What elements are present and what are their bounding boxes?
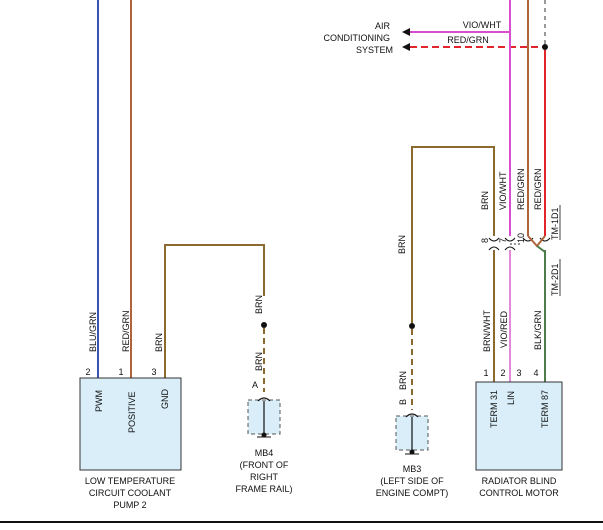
motor-wire-brn-wht-label: BRN/WHT	[482, 310, 492, 352]
motor-upper-red2-label: RED/GRN	[533, 168, 543, 210]
mb4-name: MB4	[255, 448, 274, 458]
motor-connector-top-label: TM-1D1	[550, 207, 560, 240]
mb3-brn-wire	[411, 146, 495, 325]
pump-pin-pwm-name: PWM	[94, 390, 104, 412]
ac-red-grn-label: RED/GRN	[447, 35, 489, 45]
ac-vio-wht-label: VIO/WHT	[463, 20, 502, 30]
mb4-wire-lower-label: BRN	[254, 352, 264, 371]
mb3-name: MB3	[403, 464, 422, 474]
ac-arrow-bottom-icon	[402, 43, 410, 51]
motor-blk-grn-merge	[536, 245, 546, 253]
motor-connector-7-icon	[504, 237, 516, 251]
mb3-caption-line2: ENGINE COMPT)	[376, 488, 449, 498]
motor-component-box	[475, 381, 563, 471]
pump-wire-red-grn-label: RED/GRN	[121, 310, 131, 352]
pump-wire-blu-grn-label: BLU/GRN	[88, 312, 98, 352]
motor-connector-10-icon	[522, 237, 534, 242]
mb4-caption-line3: FRAME RAIL)	[235, 484, 292, 494]
mb3-group: BRN BRN B MB3 (LEFT SIDE OF ENGINE COMPT…	[376, 146, 495, 498]
motor-caption-line2: CONTROL MOTOR	[479, 488, 559, 498]
mb4-wire-upper-label: BRN	[254, 295, 264, 314]
pump-caption-line3: PUMP 2	[113, 500, 146, 510]
pump-group: BLU/GRN RED/GRN BRN 2 1 3 PWM POSITIVE G…	[79, 0, 265, 510]
pump-pin-positive-name: POSITIVE	[127, 391, 137, 433]
motor-upper-red1-label: RED/GRN	[516, 168, 526, 210]
mb4-connector-icon	[257, 397, 271, 402]
motor-red-merge	[527, 235, 546, 248]
ac-label-line3: SYSTEM	[356, 45, 393, 55]
mb4-caption-line1: (FRONT OF	[240, 460, 289, 470]
motor-connector-tm-icon	[539, 237, 551, 242]
pump-pin-1: 1	[118, 367, 123, 377]
motor-pin-1: 1	[483, 368, 488, 378]
motor-upper-pin-10: 10	[516, 233, 526, 243]
mb3-pin-b: B	[398, 399, 408, 405]
pump-pin-3: 3	[151, 367, 156, 377]
motor-pin-term31-name: TERM 31	[489, 390, 499, 428]
mb3-caption-line1: (LEFT SIDE OF	[380, 476, 444, 486]
mb4-group: BRN BRN A MB4 (FRONT OF RIGHT FRAME RAIL…	[235, 295, 292, 494]
motor-pin-term87-name: TERM 87	[540, 390, 550, 428]
mb4-ground-dot	[261, 432, 267, 438]
pump-pin-gnd-name: GND	[160, 389, 170, 410]
motor-wire-vio-red-label: VIO/RED	[499, 310, 509, 348]
motor-wire-blk-grn-label: BLK/GRN	[533, 310, 543, 350]
motor-pin-3: 3	[516, 368, 521, 378]
mb3-wire-upper-label: BRN	[397, 235, 407, 254]
mb3-ground-dot	[409, 449, 415, 455]
motor-connector-bottom-label: TM-2D1	[550, 263, 560, 296]
motor-pin-2: 2	[500, 368, 505, 378]
ac-splice-dot	[542, 44, 548, 50]
motor-connector-8-icon	[488, 237, 500, 251]
mb4-caption-line2: RIGHT	[250, 472, 279, 482]
motor-upper-pin-8: 8	[480, 238, 490, 243]
motor-pin-lin-name: LIN	[506, 391, 516, 405]
mb4-splice-dot	[261, 322, 267, 328]
motor-pin-4: 4	[533, 368, 538, 378]
pump-caption-line1: LOW TEMPERATURE	[85, 476, 175, 486]
pump-gnd-brn-wire	[164, 244, 265, 378]
mb4-pin-a: A	[252, 380, 258, 390]
pump-caption-line2: CIRCUIT COOLANT	[89, 488, 172, 498]
ac-label-line2: CONDITIONING	[324, 33, 391, 43]
mb3-wire-lower-label: BRN	[398, 371, 408, 390]
pump-pin-2: 2	[85, 367, 90, 377]
motor-caption-line1: RADIATOR BLIND	[482, 476, 557, 486]
motor-upper-pin-7: 7	[498, 238, 508, 243]
pump-component-box	[79, 377, 182, 471]
ac-label-line1: AIR	[375, 21, 391, 31]
motor-upper-vio-label: VIO/WHT	[498, 171, 508, 210]
motor-upper-brn-label: BRN	[480, 191, 490, 210]
mb3-splice-dot	[409, 323, 415, 329]
pump-wire-brn-label: BRN	[154, 333, 164, 352]
ac-arrow-top-icon	[402, 28, 410, 36]
blind-motor-group: BRN VIO/WHT RED/GRN RED/GRN 8 7 10 TM-1D…	[475, 0, 563, 498]
ac-system-group: AIR CONDITIONING SYSTEM VIO/WHT RED/GRN	[324, 0, 548, 55]
mb3-connector-icon	[405, 413, 419, 418]
